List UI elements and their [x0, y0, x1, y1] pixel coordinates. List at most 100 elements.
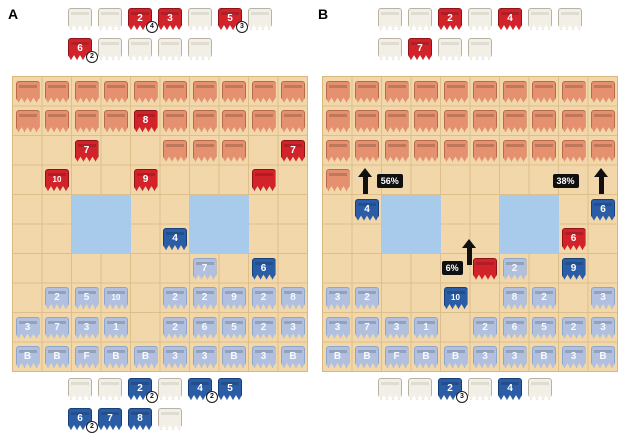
board-piece-salmon[interactable]: [251, 80, 276, 103]
board-piece-faded-b[interactable]: B: [532, 346, 556, 368]
board-piece-red[interactable]: [473, 257, 497, 280]
board-piece-faded-b[interactable]: B: [104, 346, 128, 368]
board-piece-faded-7[interactable]: 7: [192, 257, 217, 280]
board-piece-salmon[interactable]: [561, 139, 586, 162]
board-piece-salmon[interactable]: [502, 139, 527, 162]
board-piece-faded-3[interactable]: 3: [192, 346, 217, 368]
board-piece-salmon[interactable]: [104, 110, 128, 132]
board-piece-faded-2[interactable]: 2: [251, 316, 276, 339]
board-piece-salmon[interactable]: [384, 139, 409, 162]
board-piece-faded-2[interactable]: 2: [45, 287, 69, 309]
board-piece-salmon[interactable]: [74, 80, 99, 103]
board-piece-faded-1[interactable]: 1: [104, 316, 128, 339]
board-piece-salmon[interactable]: [384, 80, 409, 103]
board-piece-faded-2[interactable]: 2: [251, 287, 276, 309]
board-piece-salmon[interactable]: [45, 80, 69, 103]
board-piece-salmon[interactable]: [591, 80, 615, 103]
board-piece-salmon[interactable]: [355, 80, 379, 103]
board-piece-salmon[interactable]: [15, 80, 40, 103]
board-piece-salmon[interactable]: [281, 110, 305, 132]
board-piece-salmon[interactable]: [222, 139, 246, 162]
board-piece-blue-6[interactable]: 6: [591, 198, 615, 221]
board-piece-faded-3[interactable]: 3: [502, 346, 527, 368]
board-piece-faded-b[interactable]: B: [325, 346, 350, 368]
board-piece-salmon[interactable]: [532, 80, 556, 103]
board-piece-faded-3[interactable]: 3: [251, 346, 276, 368]
board-piece-blue-4[interactable]: 4: [355, 198, 379, 221]
board-piece-salmon[interactable]: [222, 110, 246, 132]
board-piece-faded-b[interactable]: B: [591, 346, 615, 368]
board-piece-salmon[interactable]: [355, 139, 379, 162]
board-piece-salmon[interactable]: [163, 80, 187, 103]
board-piece-faded-2[interactable]: 2: [163, 316, 187, 339]
board-piece-faded-b[interactable]: B: [133, 346, 158, 368]
board-piece-faded-9[interactable]: 9: [222, 287, 246, 309]
board-piece-salmon[interactable]: [104, 80, 128, 103]
board-piece-salmon[interactable]: [414, 139, 438, 162]
board-piece-faded-f[interactable]: F: [384, 346, 409, 368]
board-piece-faded-3[interactable]: 3: [591, 316, 615, 339]
board-piece-salmon[interactable]: [163, 139, 187, 162]
board-piece-blue-4[interactable]: 4: [163, 228, 187, 250]
board-piece-faded-3[interactable]: 3: [325, 316, 350, 339]
board-piece-salmon[interactable]: [591, 139, 615, 162]
board-piece-faded-b[interactable]: B: [414, 346, 438, 368]
board-piece-faded-3[interactable]: 3: [561, 346, 586, 368]
board-piece-red-7[interactable]: 7: [281, 139, 305, 162]
board-piece-faded-3[interactable]: 3: [15, 316, 40, 339]
board-piece-salmon[interactable]: [532, 139, 556, 162]
board-piece-salmon[interactable]: [74, 110, 99, 132]
board-piece-salmon[interactable]: [502, 80, 527, 103]
board-piece-salmon[interactable]: [532, 110, 556, 132]
board-piece-salmon[interactable]: [192, 80, 217, 103]
board-piece-faded-8[interactable]: 8: [281, 287, 305, 309]
board-piece-blue-6[interactable]: 6: [251, 257, 276, 280]
board-piece-salmon[interactable]: [133, 80, 158, 103]
board-piece-faded-3[interactable]: 3: [281, 316, 305, 339]
board-piece-salmon[interactable]: [473, 139, 497, 162]
board-piece-salmon[interactable]: [591, 110, 615, 132]
board-piece-salmon[interactable]: [473, 80, 497, 103]
board-piece-faded-b[interactable]: B: [15, 346, 40, 368]
board-piece-salmon[interactable]: [473, 110, 497, 132]
board-piece-salmon[interactable]: [192, 139, 217, 162]
board-piece-faded-2[interactable]: 2: [192, 287, 217, 309]
board-piece-salmon[interactable]: [561, 110, 586, 132]
board-piece-salmon[interactable]: [281, 80, 305, 103]
board-piece-faded-2[interactable]: 2: [163, 287, 187, 309]
board-piece-faded-5[interactable]: 5: [74, 287, 99, 309]
board-piece-red-8[interactable]: 8: [133, 110, 158, 132]
board-piece-salmon[interactable]: [443, 139, 468, 162]
board-piece-salmon[interactable]: [222, 80, 246, 103]
board-piece-faded-b[interactable]: B: [355, 346, 379, 368]
board-piece-faded-2[interactable]: 2: [561, 316, 586, 339]
board-piece-red-6[interactable]: 6: [561, 228, 586, 250]
board-piece-faded-3[interactable]: 3: [163, 346, 187, 368]
board-piece-blue-10[interactable]: 10: [443, 287, 468, 309]
board-piece-salmon[interactable]: [45, 110, 69, 132]
board-piece-salmon[interactable]: [414, 80, 438, 103]
board-piece-salmon[interactable]: [443, 110, 468, 132]
board-piece-faded-7[interactable]: 7: [45, 316, 69, 339]
board-piece-faded-8[interactable]: 8: [502, 287, 527, 309]
board-piece-salmon[interactable]: [325, 110, 350, 132]
board-piece-faded-2[interactable]: 2: [502, 257, 527, 280]
board-piece-red-10[interactable]: 10: [45, 169, 69, 191]
board-piece-salmon[interactable]: [15, 110, 40, 132]
board-piece-faded-2[interactable]: 2: [532, 287, 556, 309]
board-piece-faded-f[interactable]: F: [74, 346, 99, 368]
board-piece-salmon[interactable]: [325, 80, 350, 103]
board-piece-red-9[interactable]: 9: [133, 169, 158, 191]
board-piece-faded-3[interactable]: 3: [473, 346, 497, 368]
board-piece-faded-b[interactable]: B: [443, 346, 468, 368]
board-piece-salmon[interactable]: [561, 80, 586, 103]
board-piece-salmon[interactable]: [325, 169, 350, 191]
board-piece-faded-3[interactable]: 3: [591, 287, 615, 309]
board-piece-faded-3[interactable]: 3: [325, 287, 350, 309]
board-piece-faded-6[interactable]: 6: [192, 316, 217, 339]
board-piece-salmon[interactable]: [325, 139, 350, 162]
board-piece-salmon[interactable]: [443, 80, 468, 103]
board-piece-faded-5[interactable]: 5: [222, 316, 246, 339]
board-piece-salmon[interactable]: [414, 110, 438, 132]
board-piece-salmon[interactable]: [251, 110, 276, 132]
